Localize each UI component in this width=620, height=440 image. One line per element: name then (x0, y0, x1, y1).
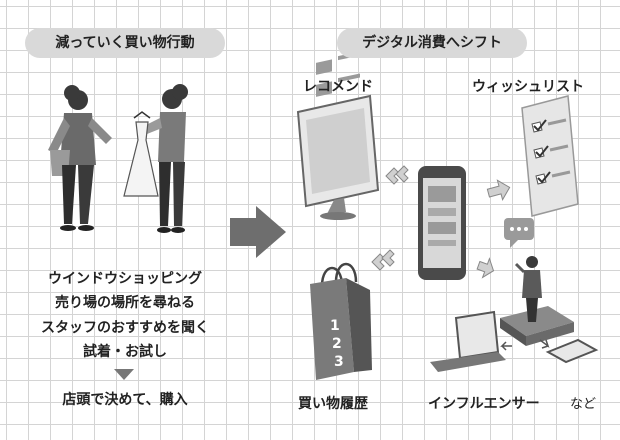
chat-bubble-icon (504, 218, 534, 248)
left-step-3: スタッフのおすすめを聞く (41, 320, 209, 336)
computer-monitor-icon (296, 51, 380, 220)
dress-on-hanger-icon (123, 111, 159, 197)
shopping-bag-icon (310, 262, 372, 380)
chevron-arrow-to-wishlist (486, 179, 511, 201)
influencer-person-icon (500, 256, 574, 346)
left-step-1: ウインドウショッピング (48, 271, 202, 287)
bag-number-1: 1 (330, 318, 340, 334)
chevron-arrow-to-bag (371, 253, 385, 271)
bag-number-2: 2 (332, 336, 342, 352)
label-purchase-history: 買い物履歴 (298, 396, 368, 412)
chevron-arrows (371, 165, 511, 279)
left-header-pill: 減っていく買い物行動 (25, 28, 225, 58)
label-recommend: レコメンド (303, 79, 373, 95)
shopper-woman-illustration (48, 85, 112, 231)
label-wishlist: ウィッシュリスト (472, 79, 584, 95)
left-step-4: 試着・お試し (83, 344, 167, 360)
chevron-arrow-to-monitor (395, 165, 409, 183)
wishlist-checklist-icon (521, 95, 579, 217)
bag-number-3: 3 (334, 354, 344, 370)
left-result-text: 店頭で決めて、購入 (62, 392, 188, 408)
mobile-device-icon (545, 338, 599, 364)
label-etc: など (570, 397, 597, 412)
laptop-icon (430, 310, 506, 372)
chevron-arrow-to-monitor-2 (385, 167, 399, 185)
right-header-pill: デジタル消費へシフト (337, 28, 527, 58)
staff-woman-illustration (140, 84, 188, 233)
down-arrow-icon (114, 369, 134, 380)
chevron-arrow-to-bag-2 (381, 249, 395, 267)
shift-arrow-icon (230, 206, 286, 258)
smartphone-icon (418, 166, 466, 280)
left-step-2: 売り場の場所を尋ねる (55, 295, 195, 311)
chevron-arrow-to-influencer (476, 257, 495, 279)
connector-arrows (500, 339, 550, 351)
label-influencer: インフルエンサー (428, 396, 540, 412)
